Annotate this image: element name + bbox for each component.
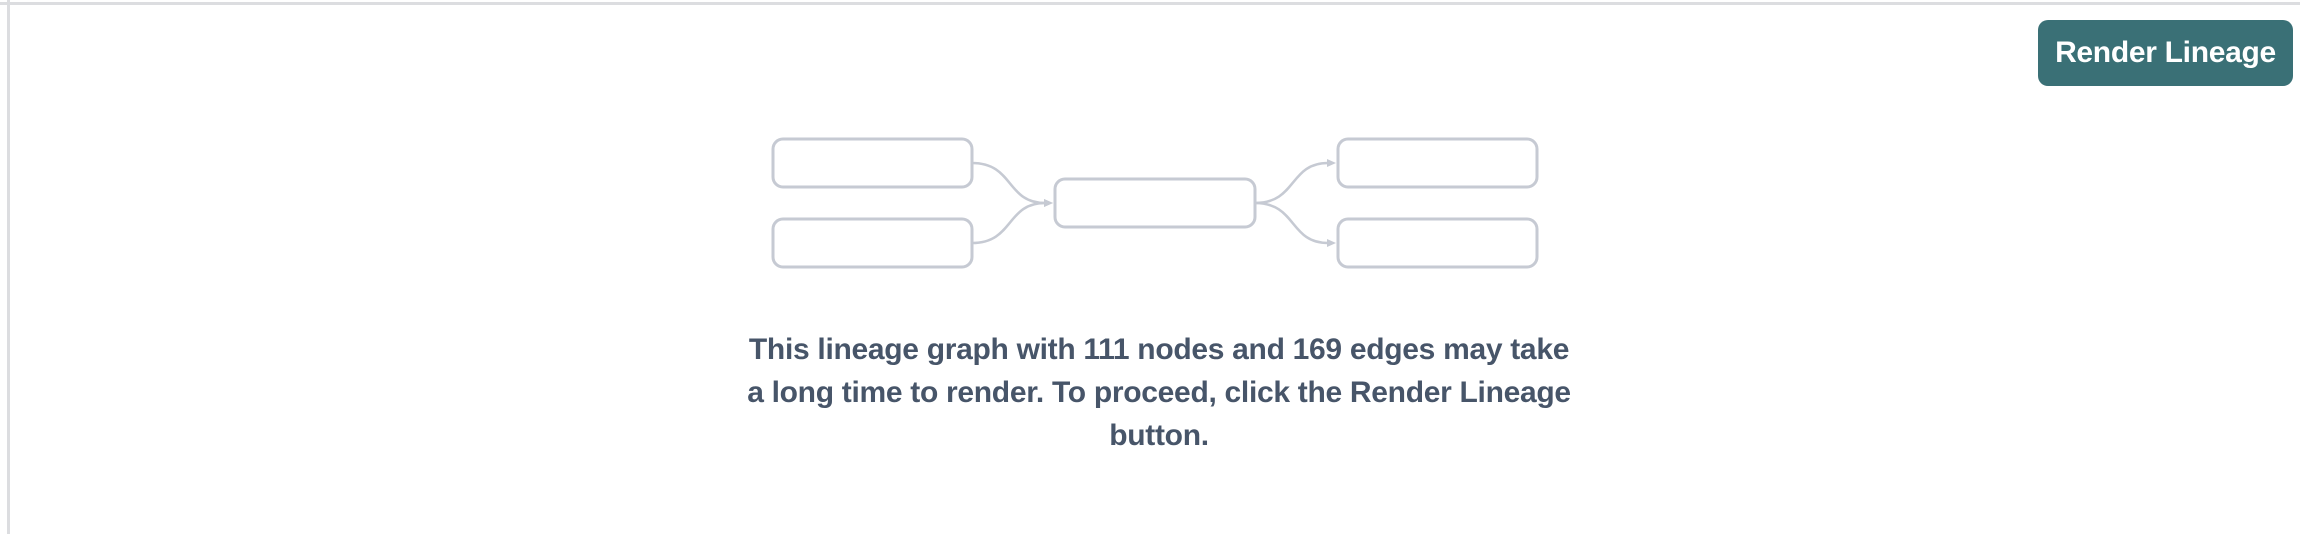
message-line: button.: [1109, 419, 1209, 452]
placeholder-edge-center-to-right-top: [1254, 159, 1336, 205]
lineage-placeholder-graphic: [771, 137, 1539, 269]
placeholder-node-right-top: [1336, 137, 1539, 189]
panel-left-divider: [7, 0, 10, 534]
placeholder-node-left-bottom: [771, 217, 974, 269]
placeholder-edge-left-bottom-to-center: [971, 199, 1053, 245]
placeholder-edge-left-top-to-center: [971, 161, 1053, 207]
placeholder-edge-center-to-right-bottom: [1254, 201, 1336, 247]
message-line: This lineage graph with 111 nodes and 16…: [748, 333, 1570, 366]
panel-top-border: [0, 2, 2300, 5]
render-warning-message: This lineage graph with 111 nodes and 16…: [10, 328, 2308, 457]
message-line: a long time to render. To proceed, click…: [747, 376, 1571, 409]
placeholder-node-right-bottom: [1336, 217, 1539, 269]
placeholder-node-left-top: [771, 137, 974, 189]
render-lineage-button[interactable]: Render Lineage: [2038, 20, 2293, 86]
placeholder-node-center: [1053, 177, 1257, 229]
